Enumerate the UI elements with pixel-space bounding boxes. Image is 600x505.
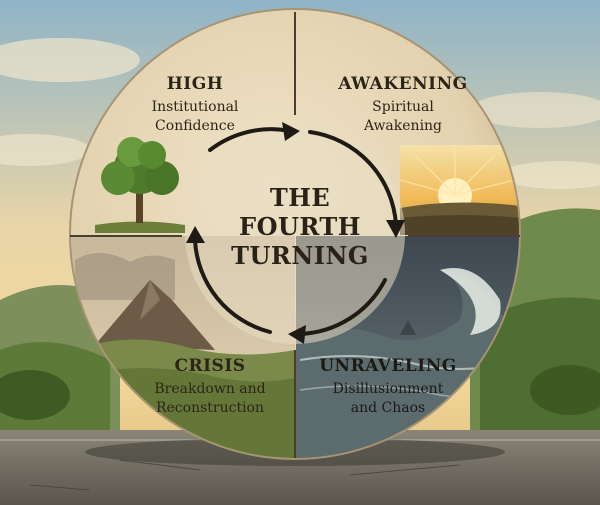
quadrant-crisis-line1: Breakdown and xyxy=(154,381,266,397)
title-line-2: FOURTH xyxy=(239,212,361,241)
quadrant-crisis-line2: Reconstruction xyxy=(155,400,265,416)
arrowheads xyxy=(186,122,405,344)
title-line-1: THE xyxy=(269,183,331,212)
tree-icon xyxy=(95,137,185,233)
quadrant-crisis: CRISIS Breakdown and Reconstruction xyxy=(135,356,285,418)
quadrant-awakening-line2: Awakening xyxy=(363,118,443,134)
page-title: THE FOURTH TURNING xyxy=(220,183,380,270)
quadrant-crisis-title: CRISIS xyxy=(174,356,246,376)
quadrant-high-line1: Institutional xyxy=(151,99,239,115)
center-medallion xyxy=(185,124,405,344)
quadrant-unraveling-line2: and Chaos xyxy=(350,400,426,416)
quadrant-high-line2: Confidence xyxy=(155,118,235,134)
quadrant-unraveling: UNRAVELING Disillusionment and Chaos xyxy=(303,356,473,418)
arrow-head-bottom-icon xyxy=(288,325,306,344)
arrow-head-top-icon xyxy=(282,122,300,141)
quadrant-high-title: HIGH xyxy=(166,74,224,94)
quadrant-awakening-title: AWAKENING xyxy=(338,74,468,94)
arrow-head-left-icon xyxy=(186,226,205,243)
cycle-arrows xyxy=(193,127,398,336)
quadrant-crisis-subtitle: Breakdown and Reconstruction xyxy=(135,380,285,418)
title-line-3: TURNING xyxy=(231,241,369,270)
quadrant-high: HIGH Institutional Confidence xyxy=(120,74,270,136)
quadrant-unraveling-title: UNRAVELING xyxy=(319,356,457,376)
quadrant-awakening-line1: Spiritual xyxy=(372,99,434,115)
quadrant-unraveling-subtitle: Disillusionment and Chaos xyxy=(303,380,473,418)
quadrant-awakening: AWAKENING Spiritual Awakening xyxy=(318,74,488,136)
quadrant-unraveling-line1: Disillusionment xyxy=(332,381,444,397)
sunrise-icon xyxy=(399,145,519,235)
quadrant-awakening-subtitle: Spiritual Awakening xyxy=(318,98,488,136)
arrow-head-right-icon xyxy=(386,220,405,238)
quadrant-high-subtitle: Institutional Confidence xyxy=(120,98,270,136)
